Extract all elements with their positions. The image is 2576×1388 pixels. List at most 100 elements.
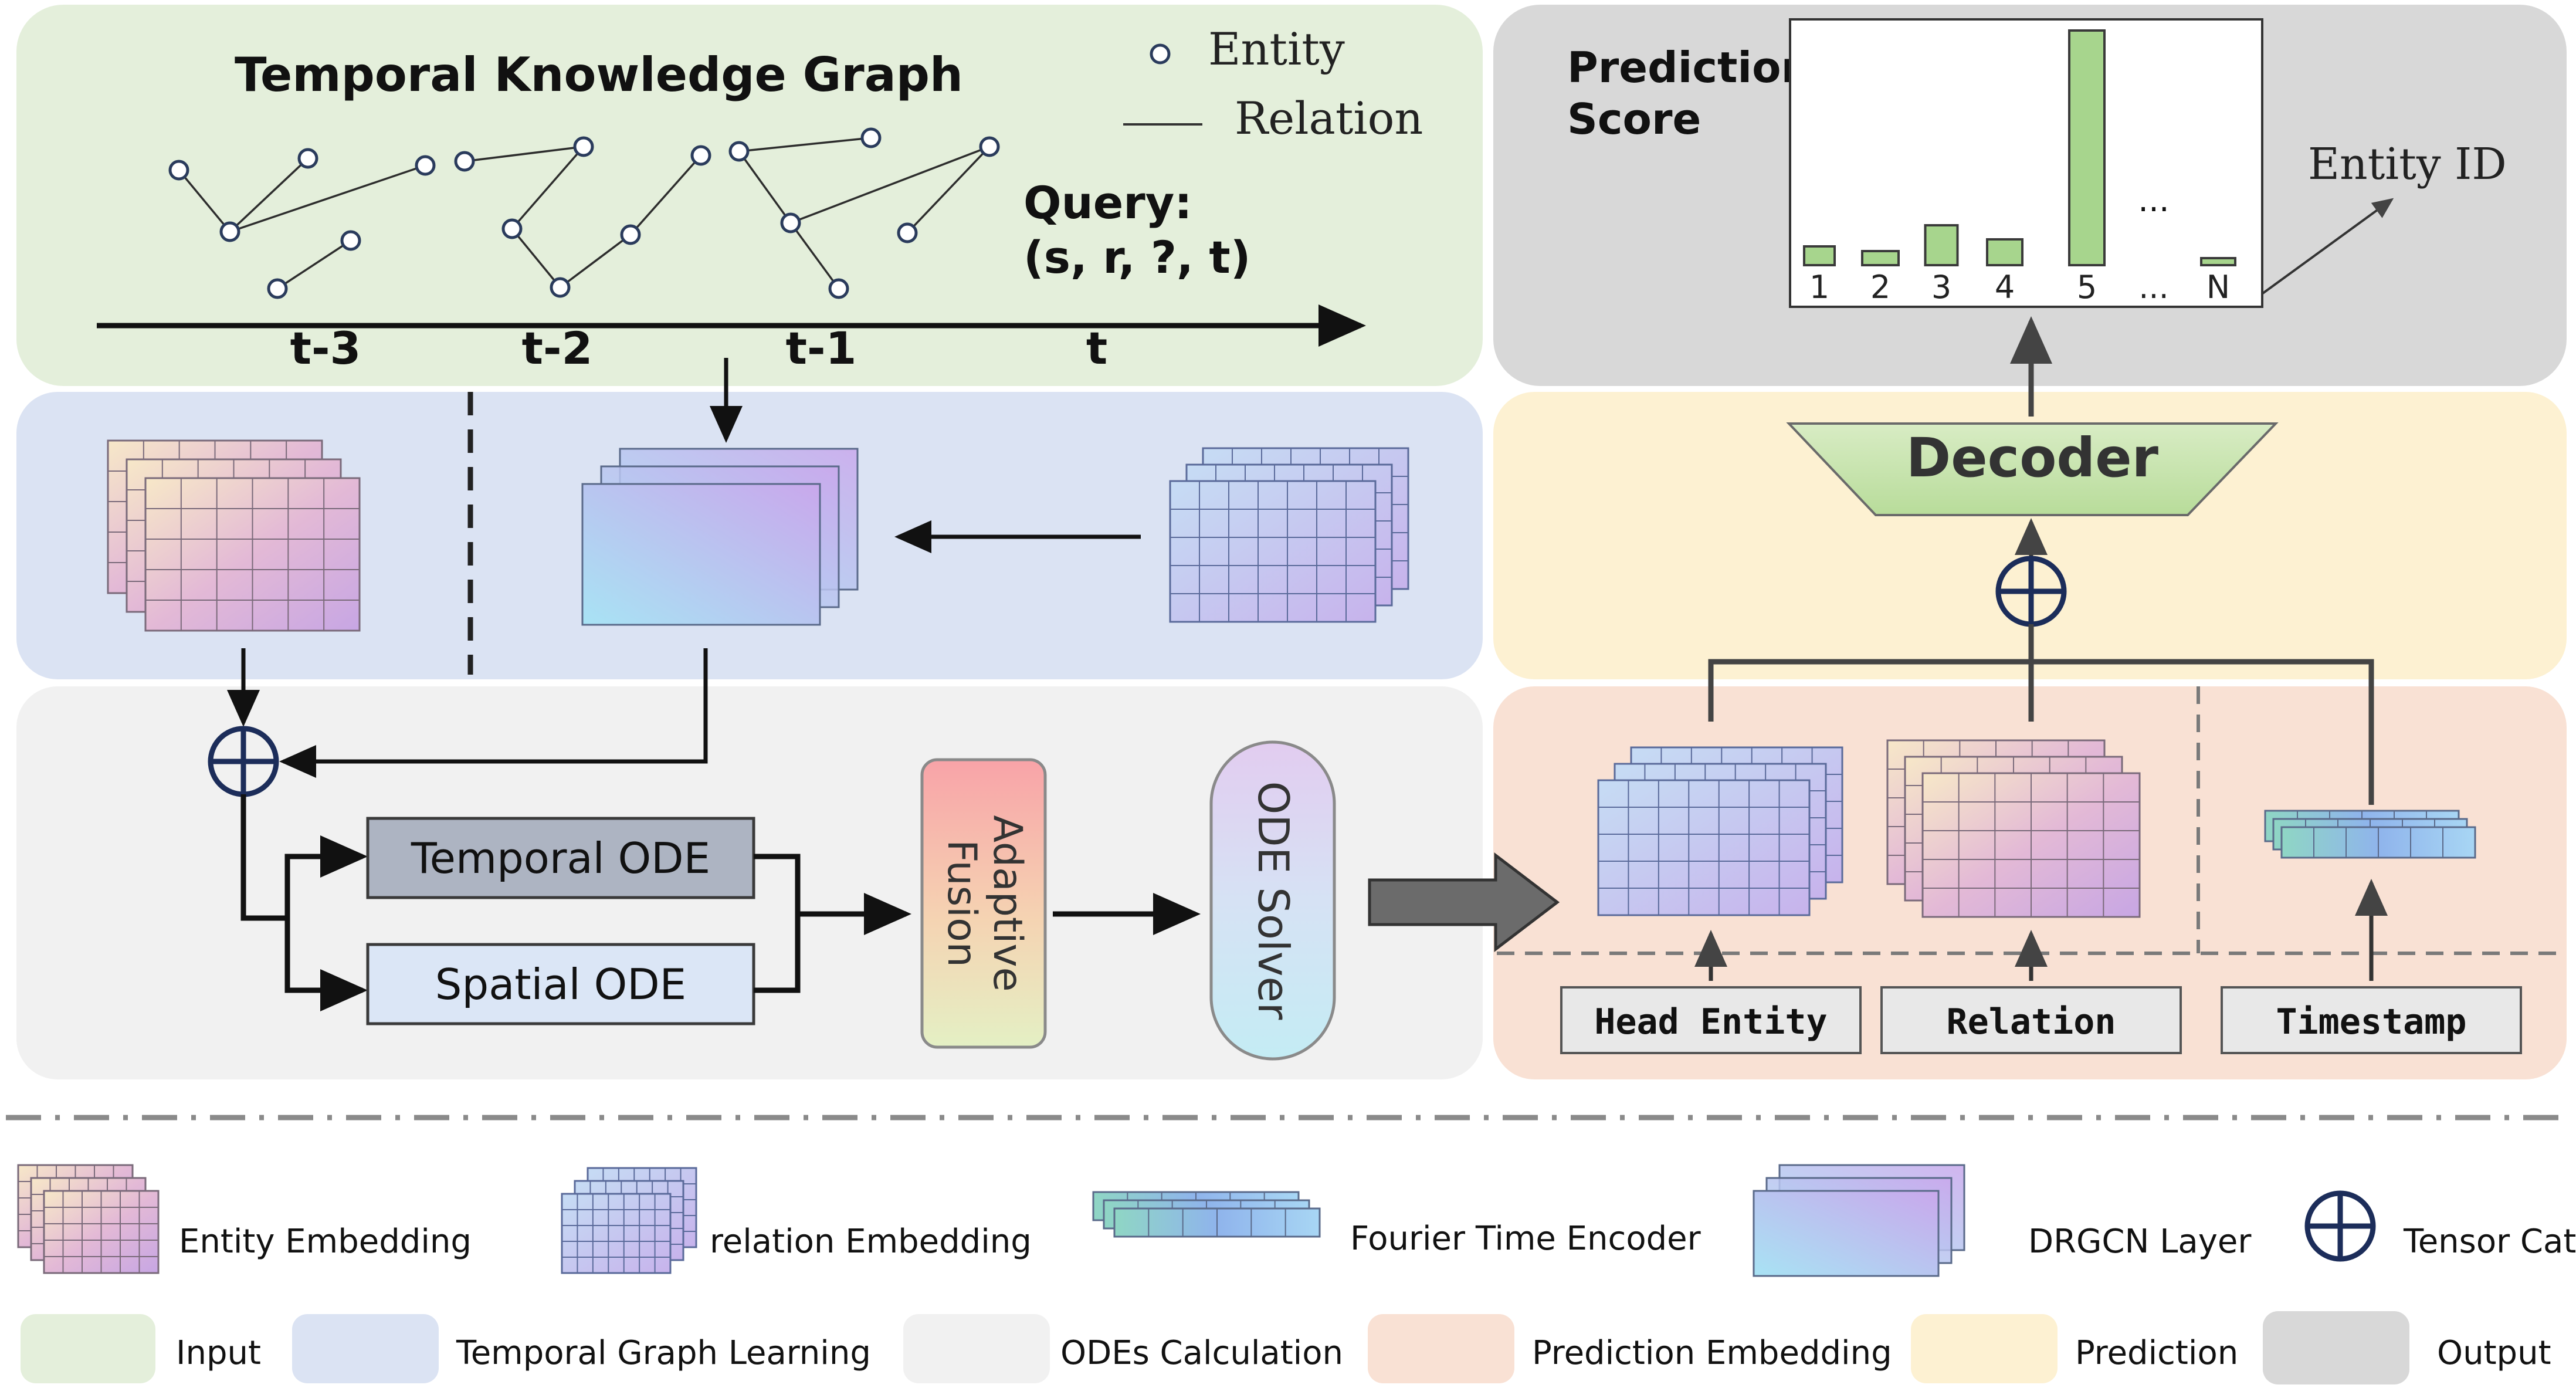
legend-swatch-pred-emb [1368,1314,1514,1383]
score-bar-label: 4 [1995,269,2015,306]
ode-solver-label: ODE Solver [1249,781,1298,1020]
temporal-ode-box [366,817,755,899]
score-bar [1861,250,1900,266]
ode-solver-box [1209,740,1336,1061]
kg-node [550,277,571,298]
kg-node [860,127,882,148]
prediction-bracket [1708,624,2374,805]
kg-node [267,278,288,299]
tensor-cat-icon [1995,556,2067,627]
legend-relation-label: Relation [1235,92,1423,144]
legend-swatch-output [2263,1311,2409,1384]
score-bar-label: ... [2138,269,2169,306]
legend-drgcn-layer-icon [1753,1164,1965,1277]
relation-embedding-output-stack [1886,739,2141,918]
score-bar [1986,238,2023,266]
query-value: (s, r, ?, t) [1023,231,1250,283]
time-label-t: t [1086,322,1107,374]
spatial-ode-label: Spatial ODE [435,960,686,1009]
legend-drgcn-label: DRGCN Layer [2028,1223,2252,1261]
fourier-time-encoder-strip [2264,810,2476,859]
legend-swatch-input [21,1314,155,1383]
score-bar [2200,257,2236,266]
score-bar-label: 5 [2077,269,2097,306]
kg-node [828,278,849,299]
prediction-score-title-line2: Score [1567,94,1701,144]
entity-embedding-stack [107,439,361,632]
decoder-block [1786,422,2279,516]
prediction-score-title-line1: Prediction [1567,43,1811,92]
kg-node [454,151,475,172]
legend-input-label: Input [176,1334,261,1372]
kg-node [620,224,641,245]
legend-fourier-label: Fourier Time Encoder [1350,1220,1701,1258]
score-bar [2068,29,2106,266]
score-bar-label: 2 [1870,269,1890,306]
head-entity-input-label: Head Entity [1594,1001,1827,1042]
score-ellipsis: ... [2138,181,2169,219]
relation-input-box [1880,986,2182,1054]
legend-tensor-cat-label: Tensor Cat [2403,1223,2576,1261]
drgcn-layer-stack [581,448,859,626]
adaptive-fusion-box [920,758,1047,1049]
kg-node [979,136,1000,157]
relation-input-label: Relation [1947,1001,2116,1042]
time-label-t1: t-1 [786,322,857,374]
kg-node [340,230,361,251]
kg-node [897,222,918,243]
odes-merge-bracket [754,854,801,993]
legend-tensor-cat-icon [2304,1190,2376,1262]
legend-relation-embedding-label: relation Embedding [710,1223,1032,1261]
kg-node [573,136,594,157]
spatial-ode-box [366,943,755,1025]
entity-node-icon [1150,43,1171,65]
score-chart-frame [1789,18,2263,308]
kg-entity-nodes [168,127,1000,299]
timestamp-input-label: Timestamp [2276,1001,2466,1042]
legend-tgl-label: Temporal Graph Learning [456,1334,871,1372]
decoder-label: Decoder [1906,426,2159,489]
tensor-cat-icon [208,726,279,797]
kg-node [297,148,318,169]
kg-node [219,221,240,242]
legend-pred-emb-label: Prediction Embedding [1532,1334,1892,1372]
legend-output-label: Output [2437,1334,2551,1372]
head-entity-embedding-stack [1597,746,1843,916]
timestamp-input-box [2221,986,2522,1054]
entity-id-arrow [2262,198,2394,294]
kg-node [501,218,523,239]
adaptive-fusion-label: Adaptive Fusion [938,815,1031,992]
kg-node [415,155,436,176]
relation-embedding-stack [1169,447,1409,623]
score-bar-label: 1 [1809,269,1829,306]
solver-to-prediction-arrow [1368,852,1560,953]
entity-id-label: Entity ID [2308,139,2507,189]
score-bar [1924,224,1959,266]
temporal-ode-label: Temporal ODE [411,834,710,883]
legend-entity-label: Entity [1208,23,1345,75]
kg-title: Temporal Knowledge Graph [235,48,963,102]
legend-entity-embedding-label: Entity Embedding [179,1223,472,1261]
svg-text:ODE Solver: ODE Solver [1249,781,1298,1020]
cat-to-odes-line [240,794,287,921]
legend-relation-embedding-icon [561,1167,697,1274]
time-label-t2: t-2 [522,322,593,374]
head-entity-input-box [1560,986,1862,1054]
legend-fourier-time-encoder-icon [1092,1191,1321,1238]
kg-node [690,145,711,166]
kg-node [168,160,189,181]
to-temporal-ode-arrow [284,835,368,918]
legend-prediction-label: Prediction [2075,1334,2238,1372]
kg-edges [178,137,991,290]
svg-text:Adaptive: Adaptive [984,815,1031,992]
svg-text:Fusion: Fusion [938,839,985,967]
legend-entity-embedding-icon [17,1164,160,1274]
time-label-t3: t-3 [290,322,361,374]
to-spatial-ode-arrow [284,918,368,1011]
region-input [16,5,1483,386]
score-bar-label: 3 [1931,269,1951,306]
legend-swatch-tgl [292,1314,439,1383]
score-bar [1803,245,1836,266]
